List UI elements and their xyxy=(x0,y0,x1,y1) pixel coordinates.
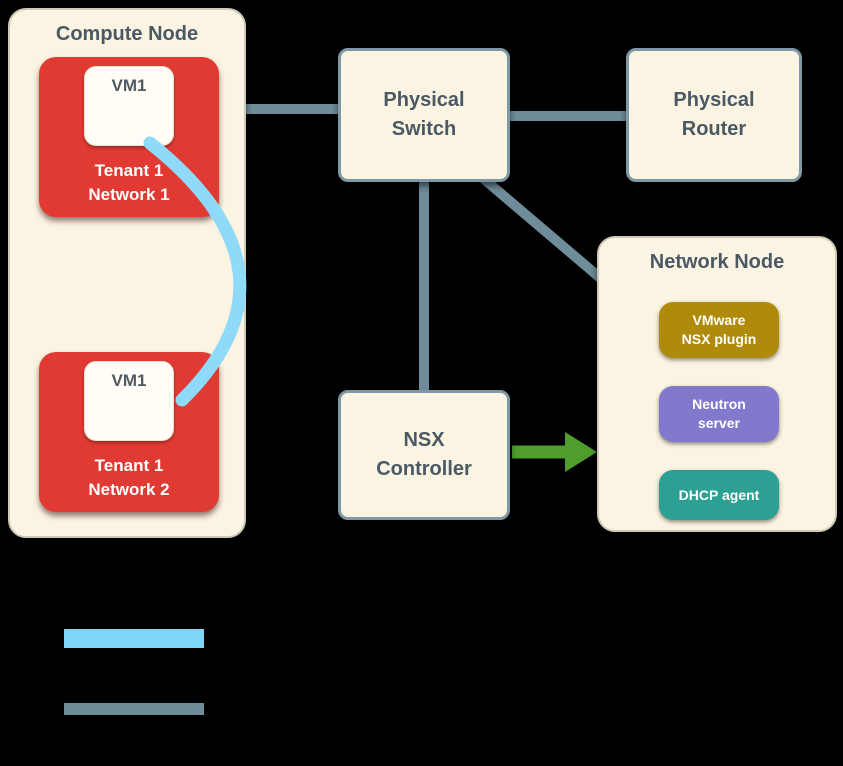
dhcp-agent-label: DHCP agent xyxy=(678,486,760,503)
nsx-controller-node: NSX Controller xyxy=(338,390,510,520)
network-node: Network Node VMware NSX plugin Neutron s… xyxy=(597,236,837,532)
network-node-title: Network Node xyxy=(649,251,785,273)
vm-box: VM1 xyxy=(84,361,174,441)
vmware-nsx-plugin-label: VMware NSX plugin xyxy=(681,312,757,347)
vm-label: VM1 xyxy=(111,371,147,390)
vmware-nsx-plugin-chip: VMware NSX plugin xyxy=(659,302,779,358)
physical-router-node: Physical Router xyxy=(626,48,802,182)
tenant-network-label: Tenant 1 Network 1 xyxy=(88,161,170,204)
legend-swatch-physical-network xyxy=(64,703,204,715)
link-physical-switch-to-network-node xyxy=(474,170,616,292)
tenant-1-network-2-box: VM1 Tenant 1 Network 2 xyxy=(39,352,219,512)
physical-switch-label: Physical Switch xyxy=(383,89,465,140)
dhcp-agent-chip: DHCP agent xyxy=(659,470,779,520)
vm-box: VM1 xyxy=(84,66,174,146)
nsx-controller-label: NSX Controller xyxy=(376,429,472,480)
neutron-server-label: Neutron server xyxy=(692,396,746,431)
legend-swatch-overlay-network xyxy=(64,629,204,648)
compute-node: Compute Node VM1 Tenant 1 Network 1 VM1 … xyxy=(8,8,246,538)
vm-label: VM1 xyxy=(111,76,147,95)
physical-router-label: Physical Router xyxy=(673,89,755,140)
tenant-network-label: Tenant 1 Network 2 xyxy=(88,456,170,499)
tenant-1-network-1-box: VM1 Tenant 1 Network 1 xyxy=(39,57,219,217)
physical-switch-node: Physical Switch xyxy=(338,48,510,182)
nsx-controller-to-network-node-arrowhead xyxy=(565,432,597,472)
neutron-server-chip: Neutron server xyxy=(659,386,779,442)
compute-node-title: Compute Node xyxy=(55,23,199,45)
